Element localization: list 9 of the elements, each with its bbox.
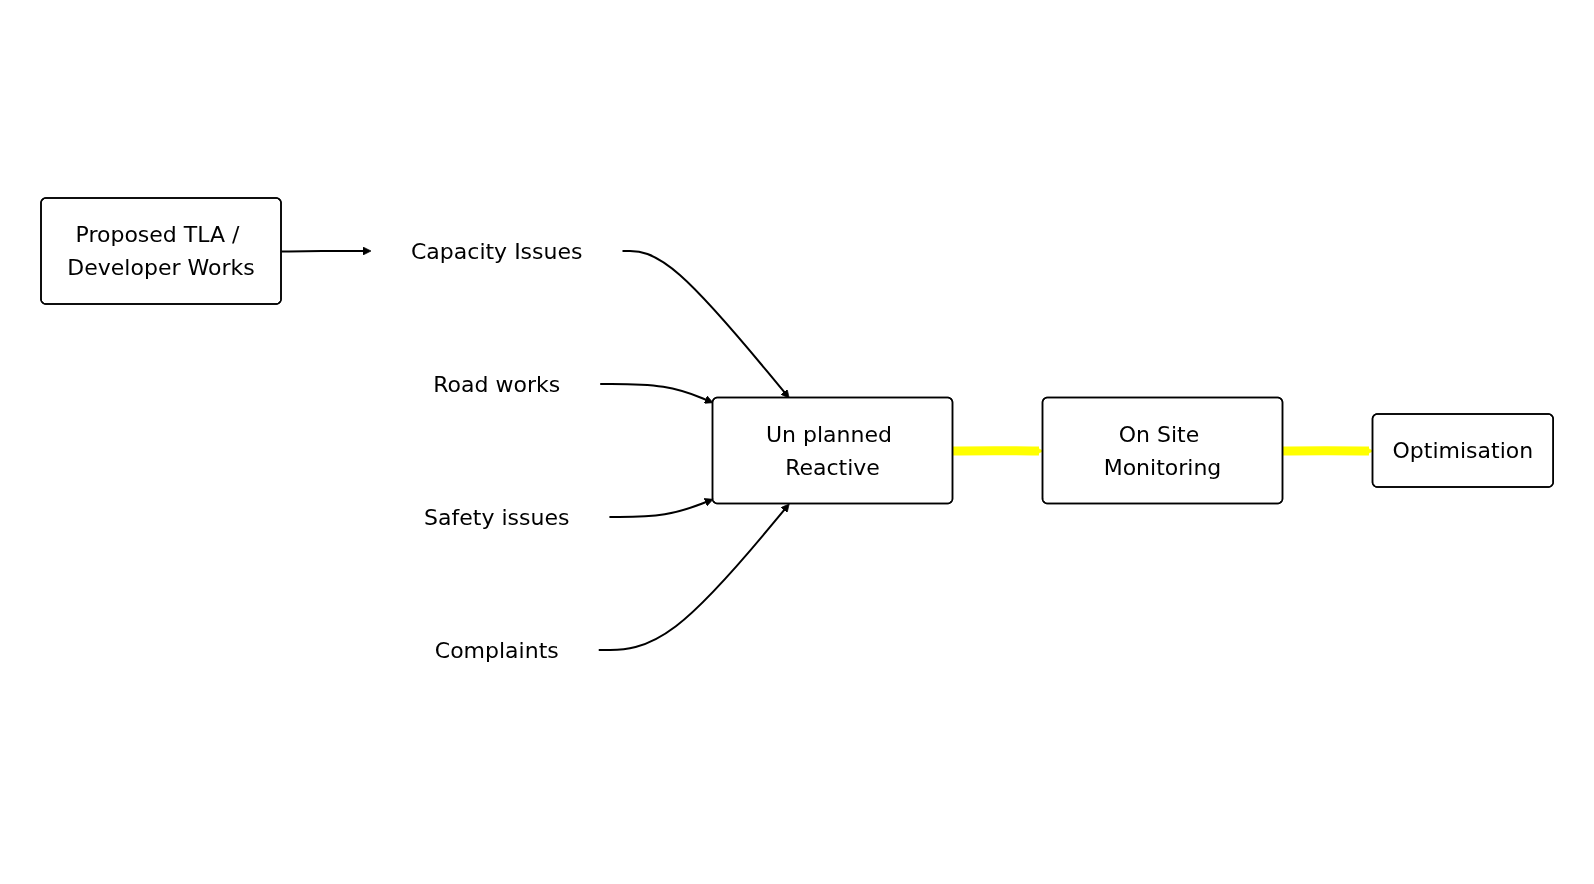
node-text: Capacity Issues <box>410 238 583 264</box>
arrow <box>280 246 372 256</box>
arrow <box>599 382 714 404</box>
node-text: Safety issues <box>424 504 570 530</box>
node-text: Complaints <box>434 637 559 663</box>
arrow <box>597 503 790 651</box>
node-text: Road works <box>433 371 561 397</box>
arrow <box>621 249 790 399</box>
arrow <box>608 497 714 518</box>
